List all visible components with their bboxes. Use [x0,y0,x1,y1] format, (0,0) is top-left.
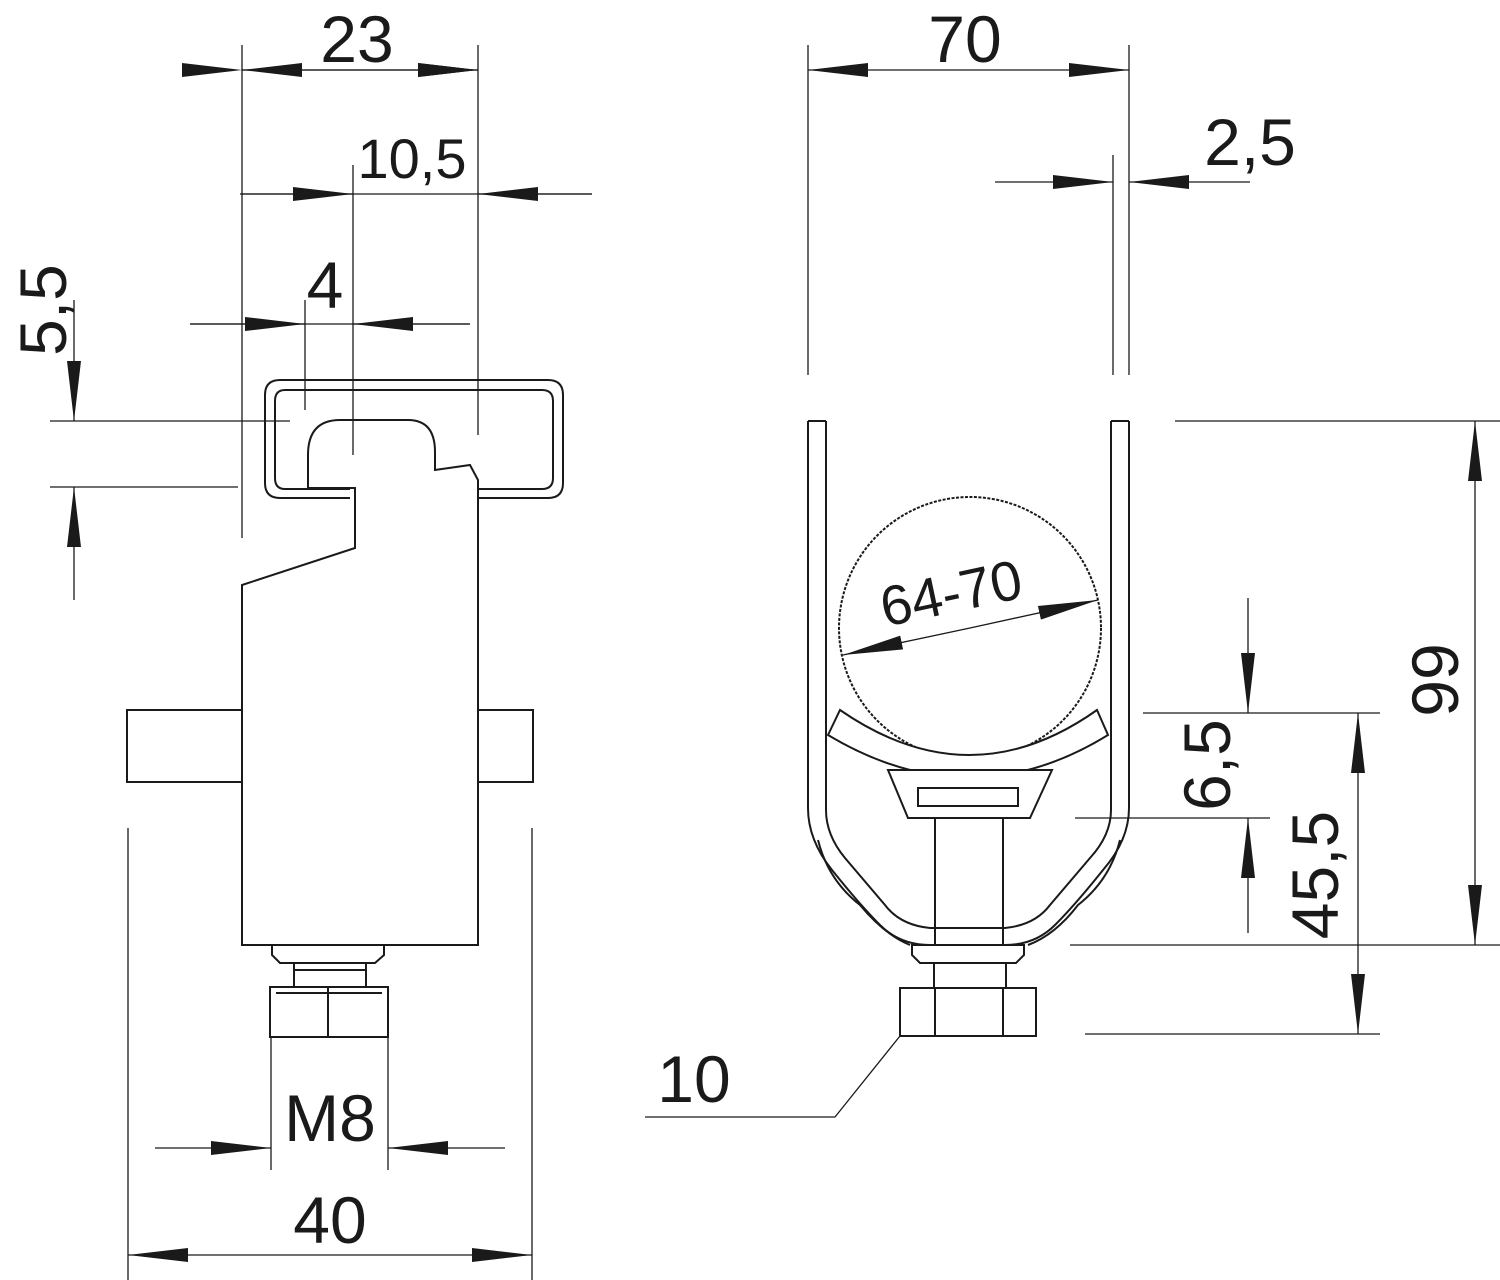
dim-m8-label: M8 [284,1081,376,1155]
dim-10-5-label: 10,5 [358,127,467,190]
dim-6-5-label: 6,5 [1170,719,1244,811]
front-view: 70 2,5 64-70 6,5 45,5 99 10 [645,2,1500,1118]
dim-4-label: 4 [307,248,344,322]
dim-70-label: 70 [928,2,1001,76]
rail-profile-outer [280,379,564,499]
dim-2-5-label: 2,5 [1204,105,1296,179]
bolt-collar [271,944,385,964]
clamp-slot [917,787,1019,807]
dim-40-label: 40 [293,1183,366,1257]
clamp-block [886,769,1054,819]
dim-5-5-label: 5,5 [6,264,80,356]
dim-45-5-label: 45,5 [1278,811,1352,939]
front-bolt-collar [911,944,1025,964]
rail-profile-inner-left [274,389,350,490]
rail-profile-outer-left [264,379,350,499]
strap-inner [825,421,1112,929]
hook-body [241,419,479,946]
dim-99-label: 99 [1398,643,1472,716]
front-hex-nut [899,987,1037,1037]
side-view: 23 10,5 4 5,5 M8 40 [6,2,592,1280]
front-bolt-shank [933,962,1007,989]
bolt-shank [293,962,367,988]
cross-pin-left [126,709,243,783]
cross-pin-right [477,709,534,783]
dim-23-label: 23 [320,2,393,76]
rail-profile-inner [285,389,554,490]
dim-10-label: 10 [657,1042,730,1116]
